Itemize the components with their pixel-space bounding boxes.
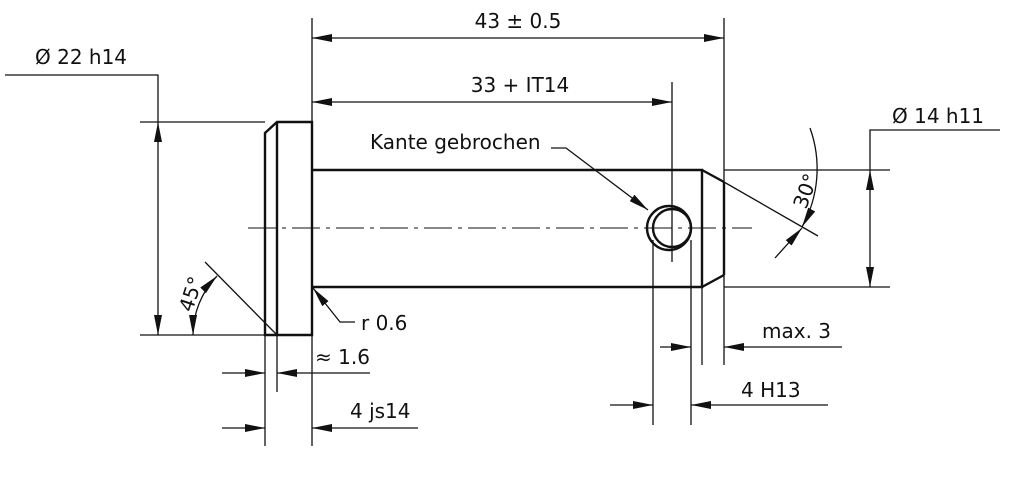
radius-label: r 0.6 <box>361 311 407 335</box>
edge-note-leader <box>551 147 649 211</box>
shaft-diameter-leader <box>869 129 1000 170</box>
head-angle-arc <box>189 275 218 336</box>
head-angle-label: 45° <box>174 273 208 314</box>
head-outline <box>263 120 314 337</box>
head-thickness-label: 4 js14 <box>350 399 411 423</box>
head-diameter-leader <box>5 74 159 122</box>
end-chamfer-top <box>701 168 725 184</box>
head-diameter-label: Ø 22 h14 <box>35 45 127 69</box>
hole-diameter-label: 4 H13 <box>741 378 801 402</box>
edge-note-label: Kante gebrochen <box>370 130 541 154</box>
overall-length-label: 43 ± 0.5 <box>475 9 562 33</box>
hole-position-label: 33 + IT14 <box>471 73 570 97</box>
end-chamfer-label: max. 3 <box>762 319 831 343</box>
radius-leader <box>312 287 355 323</box>
end-angle-arc-top <box>801 127 818 228</box>
end-angle-label: 30° <box>788 170 823 212</box>
shaft-diameter-label: Ø 14 h11 <box>892 104 984 128</box>
head-chamfer-label: ≈ 1.6 <box>315 345 370 369</box>
end-angle-arrow-bottom <box>774 227 803 259</box>
end-chamfer-bottom <box>701 273 725 289</box>
